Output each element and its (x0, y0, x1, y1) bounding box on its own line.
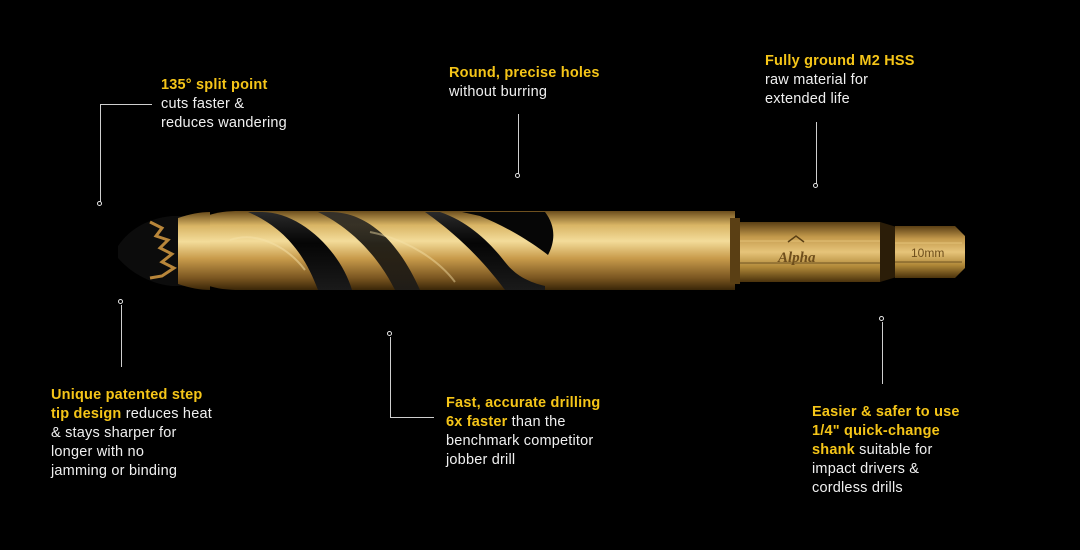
callout-line: extended life (765, 91, 850, 107)
callout-line: raw material for (765, 72, 869, 88)
connector-dot (97, 201, 102, 206)
step-tip (118, 212, 210, 290)
connector-dot (118, 299, 123, 304)
callout-step-tip: Unique patented step tip design reduces … (51, 386, 212, 481)
brand-mark: Alpha (777, 250, 816, 266)
hex-shank (740, 222, 965, 282)
connector-split-point-h (100, 104, 152, 105)
callout-m2-hss: Fully ground M2 HSS raw material for ext… (765, 52, 915, 109)
callout-heading: Easier & safer to use (812, 404, 960, 420)
connector-m2-hss (816, 122, 817, 184)
connector-precise-holes (518, 114, 519, 174)
callout-text: than the (507, 414, 566, 430)
callout-precise-holes: Round, precise holes without burring (449, 64, 600, 102)
callout-line: jobber drill (446, 452, 516, 468)
callout-heading: Unique patented step (51, 387, 203, 403)
callout-line: benchmark competitor (446, 433, 594, 449)
callout-line: & stays sharper for (51, 425, 177, 441)
callout-line: without burring (449, 84, 548, 100)
connector-dot (879, 316, 884, 321)
callout-heading: Fast, accurate drilling (446, 395, 601, 411)
connector-dot (515, 173, 520, 178)
callout-text: suitable for (854, 442, 933, 458)
callout-split-point: 135° split point cuts faster & reduces w… (161, 76, 287, 133)
drill-body (170, 211, 735, 290)
callout-line: tip design reduces heat (51, 405, 212, 424)
drill-collar (730, 218, 740, 284)
callout-shank: Easier & safer to use 1/4" quick-change … (812, 403, 960, 498)
connector-split-point-v (100, 104, 101, 202)
callout-heading: Fully ground M2 HSS (765, 53, 915, 69)
callout-heading: 135° split point (161, 77, 268, 93)
callout-line: longer with no (51, 444, 145, 460)
callout-heading: Round, precise holes (449, 65, 600, 81)
callout-line: impact drivers & (812, 461, 920, 477)
callout-highlight: tip design (51, 406, 122, 422)
callout-line: cordless drills (812, 480, 903, 496)
callout-line: 6x faster than the (446, 413, 600, 432)
connector-step-tip (121, 305, 122, 367)
callout-text: reduces heat (121, 406, 212, 422)
callout-fast-drilling: Fast, accurate drilling 6x faster than t… (446, 394, 600, 470)
callout-line: cuts faster & (161, 96, 245, 112)
connector-dot (387, 331, 392, 336)
connector-fast-drilling-v (390, 337, 391, 417)
connector-shank (882, 322, 883, 384)
callout-heading: 1/4" quick-change (812, 423, 940, 439)
callout-highlight: 6x faster (446, 414, 508, 430)
connector-dot (813, 183, 818, 188)
callout-line: jamming or binding (51, 463, 178, 479)
callout-line: shank suitable for (812, 441, 960, 460)
callout-highlight: shank (812, 442, 855, 458)
callout-line: reduces wandering (161, 115, 287, 131)
connector-fast-drilling-h (390, 417, 434, 418)
size-marking: 10mm (911, 246, 944, 260)
brand-logo-icon: Alpha (777, 235, 816, 266)
